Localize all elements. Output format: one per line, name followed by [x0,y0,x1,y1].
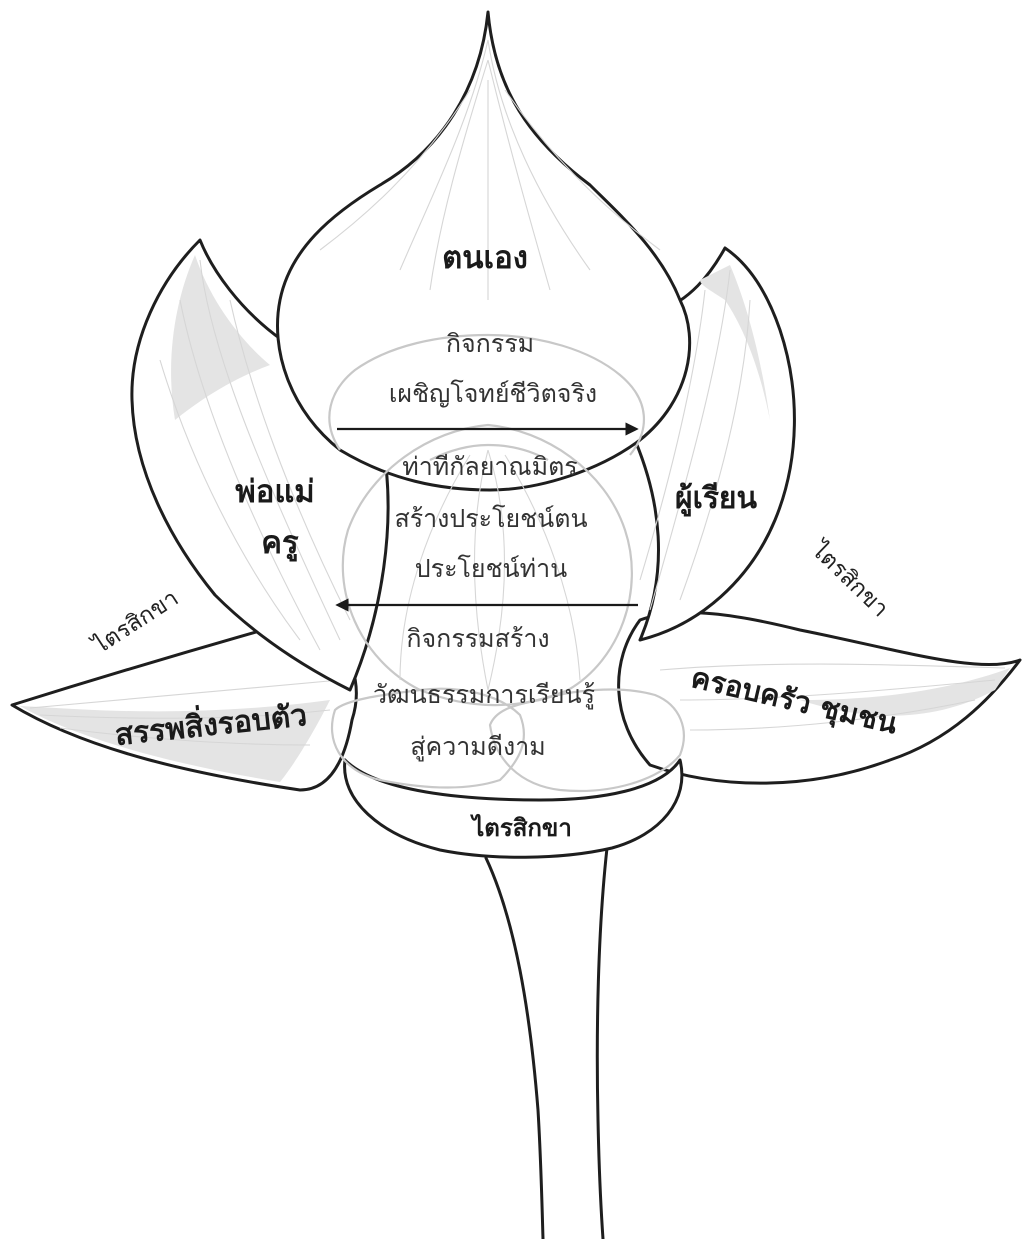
kalyanamitra-line3: ประโยชน์ท่าน [415,554,567,583]
trisikkha-right: ไตรสิกขา [805,535,894,622]
activity-bottom-line3: สู่ความดีงาม [410,732,546,762]
inner-bud [328,333,646,707]
top-petal [276,10,692,492]
right-leaf [617,611,1022,785]
center-title: ตนเอง [442,240,528,276]
right-petal-label: ผู้เรียน [675,481,758,517]
kalyanamitra-line1: ท่าทีกัลยาณมิตร [402,452,577,481]
activity-top-line1: กิจกรรม [446,329,534,358]
left-petal-label-line1: พ่อแม่ [235,474,314,510]
kalyanamitra-line2: สร้างประโยชน์ตน [394,504,587,533]
stem [484,846,609,1239]
activity-top-line2: เผชิญโจทย์ชีวิตจริง [389,379,597,408]
trisikkha-base: ไตรสิกขา [469,813,572,842]
left-leaf [10,623,358,792]
left-petal [130,238,390,692]
left-petal-label-line2: ครู [261,525,299,562]
trisikkha-left: ไตรสิกขา [87,584,183,660]
activity-bottom-line1: กิจกรรมสร้าง [406,624,549,653]
activity-bottom-line2: วัฒนธรรมการเรียนรู้ [373,680,595,710]
base-cup [330,687,685,859]
